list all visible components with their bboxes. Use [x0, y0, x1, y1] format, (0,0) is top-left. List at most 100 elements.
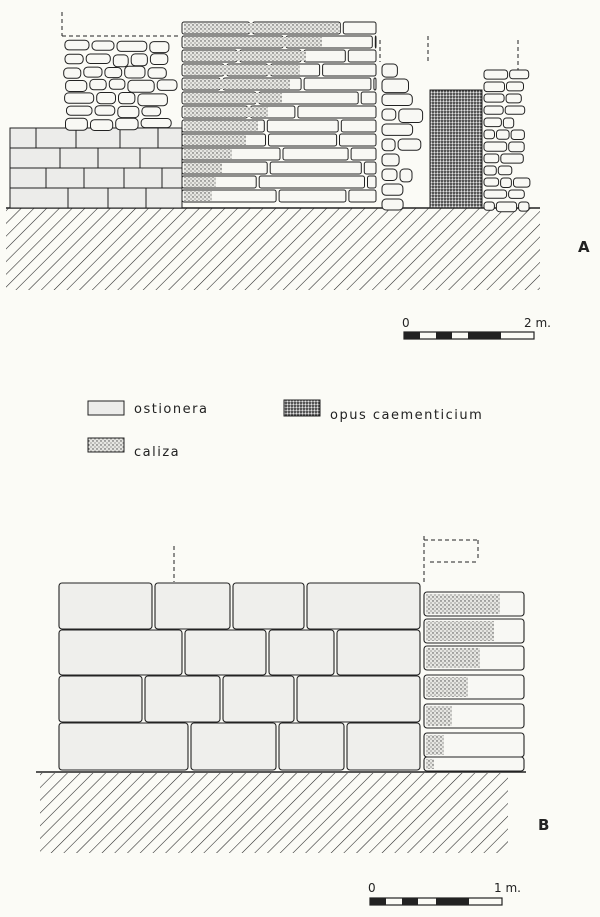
limestone-block: [374, 35, 377, 49]
rubble-stone: [137, 93, 168, 107]
ostionera-block: [58, 675, 143, 723]
limestone-block: [350, 147, 377, 161]
rubble-stone: [513, 177, 531, 188]
caliza-fill: [426, 759, 434, 769]
ostionera-block: [306, 582, 421, 630]
caliza-fill: [426, 706, 452, 726]
rubble-stone: [483, 165, 497, 176]
rubble-stone: [85, 53, 111, 64]
rubble-stone: [64, 39, 90, 51]
rubble-masonry-a: [63, 39, 424, 211]
ostionera-block: [222, 675, 295, 723]
figure-a-label: A: [578, 238, 590, 256]
figure-b-label: B: [538, 816, 549, 834]
rubble-stone: [381, 108, 397, 121]
limestone-block: [268, 133, 338, 147]
rubble-stone: [140, 118, 172, 129]
rubble-stone: [497, 165, 513, 176]
rubble-stone: [66, 105, 93, 116]
rubble-stone: [63, 67, 82, 79]
rubble-stone: [117, 105, 140, 119]
legend-item-ostionera: ostionera: [87, 400, 208, 417]
scale-a-end: 2 m.: [524, 316, 551, 330]
rubble-stone: [89, 78, 107, 91]
rubble-stone: [65, 117, 88, 131]
rubble-stone: [483, 141, 508, 152]
rubble-stone: [115, 117, 139, 131]
rubble-stone: [483, 117, 502, 128]
rubble-stone: [130, 53, 148, 67]
caliza-fill: [184, 177, 216, 187]
limestone-block: [339, 133, 377, 147]
limestone-block: [297, 105, 377, 119]
ostionera-block: [346, 722, 421, 771]
dashed-outline-b: [173, 536, 479, 582]
caliza-fill: [184, 51, 306, 61]
rubble-stone: [116, 40, 148, 52]
legend-label-ostionera: ostionera: [134, 402, 208, 417]
limestone-block: [360, 91, 377, 105]
rubble-stone: [518, 201, 530, 212]
rubble-stone: [381, 153, 400, 167]
scale-a-start: 0: [402, 316, 410, 330]
rubble-stone: [147, 67, 167, 79]
caliza-fill: [426, 677, 468, 697]
rubble-stone: [65, 80, 88, 92]
legend-item-caliza: caliza: [87, 437, 180, 460]
caliza-swatch: [87, 437, 125, 453]
rubble-stone: [83, 66, 103, 78]
caliza-fill: [184, 65, 300, 75]
rubble-stone: [398, 108, 424, 123]
ostionera-block: [58, 582, 153, 630]
rubble-stone: [502, 117, 515, 129]
scale-b-end: 1 m.: [494, 881, 521, 895]
caliza-fill: [426, 621, 494, 641]
rubble-stone: [124, 65, 146, 79]
ostionera-ashlar-b: [58, 582, 421, 771]
scale-bar-a: 0 2 m.: [402, 316, 551, 340]
ostionera-block: [336, 629, 421, 676]
caliza-courses-b: [423, 591, 525, 772]
rubble-stone: [118, 92, 136, 105]
rubble-stone: [483, 81, 505, 93]
legend-item-opus: opus caementicium: [283, 399, 482, 423]
ostionera-block: [190, 722, 277, 771]
limestone-block: [342, 21, 377, 35]
limestone-block: [269, 161, 362, 175]
rubble-stone: [381, 183, 404, 196]
scale-b-start: 0: [368, 881, 376, 895]
figure-a: A 0 2 m.: [6, 12, 590, 340]
opus-swatch: [283, 399, 321, 417]
limestone-block: [367, 175, 377, 189]
rubble-stone: [90, 119, 114, 131]
caliza-fill: [184, 135, 246, 145]
rubble-stone: [505, 93, 522, 104]
legend-label-caliza: caliza: [134, 445, 180, 460]
rubble-stone: [64, 53, 84, 65]
caliza-fill: [184, 163, 222, 173]
rubble-stone: [509, 69, 530, 80]
caliza-fill: [184, 121, 258, 131]
rubble-stone: [483, 69, 509, 80]
rubble-stone: [381, 168, 398, 181]
caliza-fill: [184, 23, 340, 33]
limestone-block: [303, 77, 372, 91]
caliza-fill: [426, 648, 480, 668]
ostionera-block: [232, 582, 305, 630]
rubble-stone: [399, 168, 413, 183]
ostionera-block-a: [9, 127, 183, 209]
rubble-stone: [381, 63, 398, 78]
rubble-masonry-a-right: [483, 69, 531, 213]
rubble-stone: [96, 92, 116, 105]
limestone-block: [348, 189, 377, 203]
rubble-stone: [108, 78, 126, 90]
rubble-stone: [381, 123, 414, 136]
rubble-stone: [149, 53, 169, 65]
ostionera-block: [58, 629, 183, 676]
rubble-stone: [483, 93, 505, 103]
rubble-stone: [64, 92, 95, 104]
limestone-block: [373, 77, 377, 91]
rubble-stone: [127, 79, 155, 93]
dashed-outline-a: [61, 12, 519, 70]
